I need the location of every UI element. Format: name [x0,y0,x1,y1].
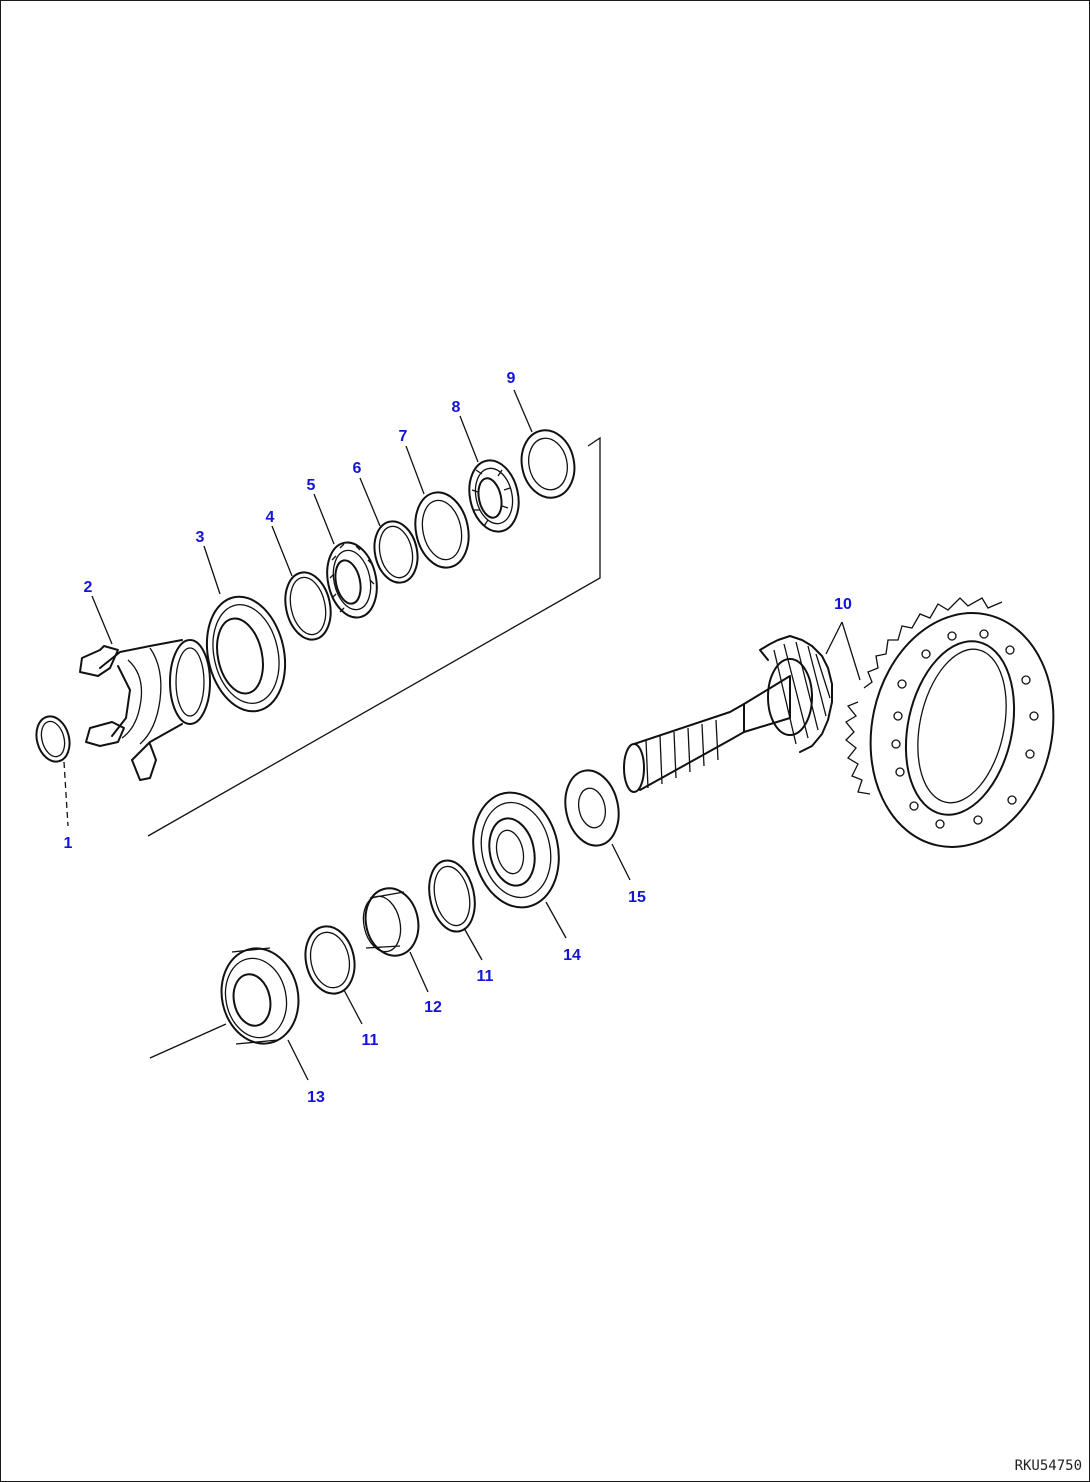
part-oil-seal [205,595,287,713]
leader-8 [459,415,479,463]
leader-1 [63,761,69,827]
part-bearing-large [472,791,560,909]
callout-7: 7 [399,428,408,445]
part-o-ring-2 [373,520,419,584]
leader-14 [545,901,567,939]
part-shim [520,429,576,499]
callout-1: 1 [64,835,73,852]
leader-12 [409,951,429,993]
callout-13: 13 [307,1089,325,1106]
leader-11-upper [463,927,483,961]
leader-5 [313,493,335,545]
part-spacer [414,491,470,569]
leader-10 [825,621,861,681]
callout-4: 4 [266,509,275,526]
part-collar [362,887,420,957]
assembly-guide-lower [149,1023,227,1059]
leader-3 [203,545,221,595]
leader-13 [287,1039,309,1081]
leader-9 [513,389,533,433]
callout-8: 8 [452,399,461,416]
leader-2 [91,595,113,645]
part-snap-ring [35,715,71,763]
part-pinion-shaft [623,635,833,793]
part-snap-ring-3 [304,925,356,995]
part-yoke-coupling [79,639,211,781]
leader-15 [611,843,631,881]
leader-7 [405,445,425,495]
leader-6 [359,477,381,527]
callout-3: 3 [196,529,205,546]
drawing-code: RKU54750 [1015,1458,1082,1474]
part-nut [220,947,300,1045]
callout-12: 12 [424,999,442,1016]
callout-15: 15 [628,889,646,906]
callout-2: 2 [84,579,93,596]
part-shim-2 [564,769,620,847]
part-bearing-taper [468,459,520,533]
callout-5: 5 [307,477,316,494]
callout-10: 10 [834,596,852,613]
leader-11-lower [343,989,363,1025]
callout-6: 6 [353,460,362,477]
part-snap-ring-2 [428,859,476,933]
part-bearing-small [326,541,378,619]
part-o-ring [284,571,332,641]
callout-11-upper: 11 [477,968,494,985]
assembly-guide-upper [147,436,601,837]
callout-14: 14 [563,947,581,964]
callout-9: 9 [507,370,516,387]
leader-4 [271,525,293,577]
part-ring-gear [845,597,1055,848]
callout-11-lower: 11 [362,1032,379,1049]
